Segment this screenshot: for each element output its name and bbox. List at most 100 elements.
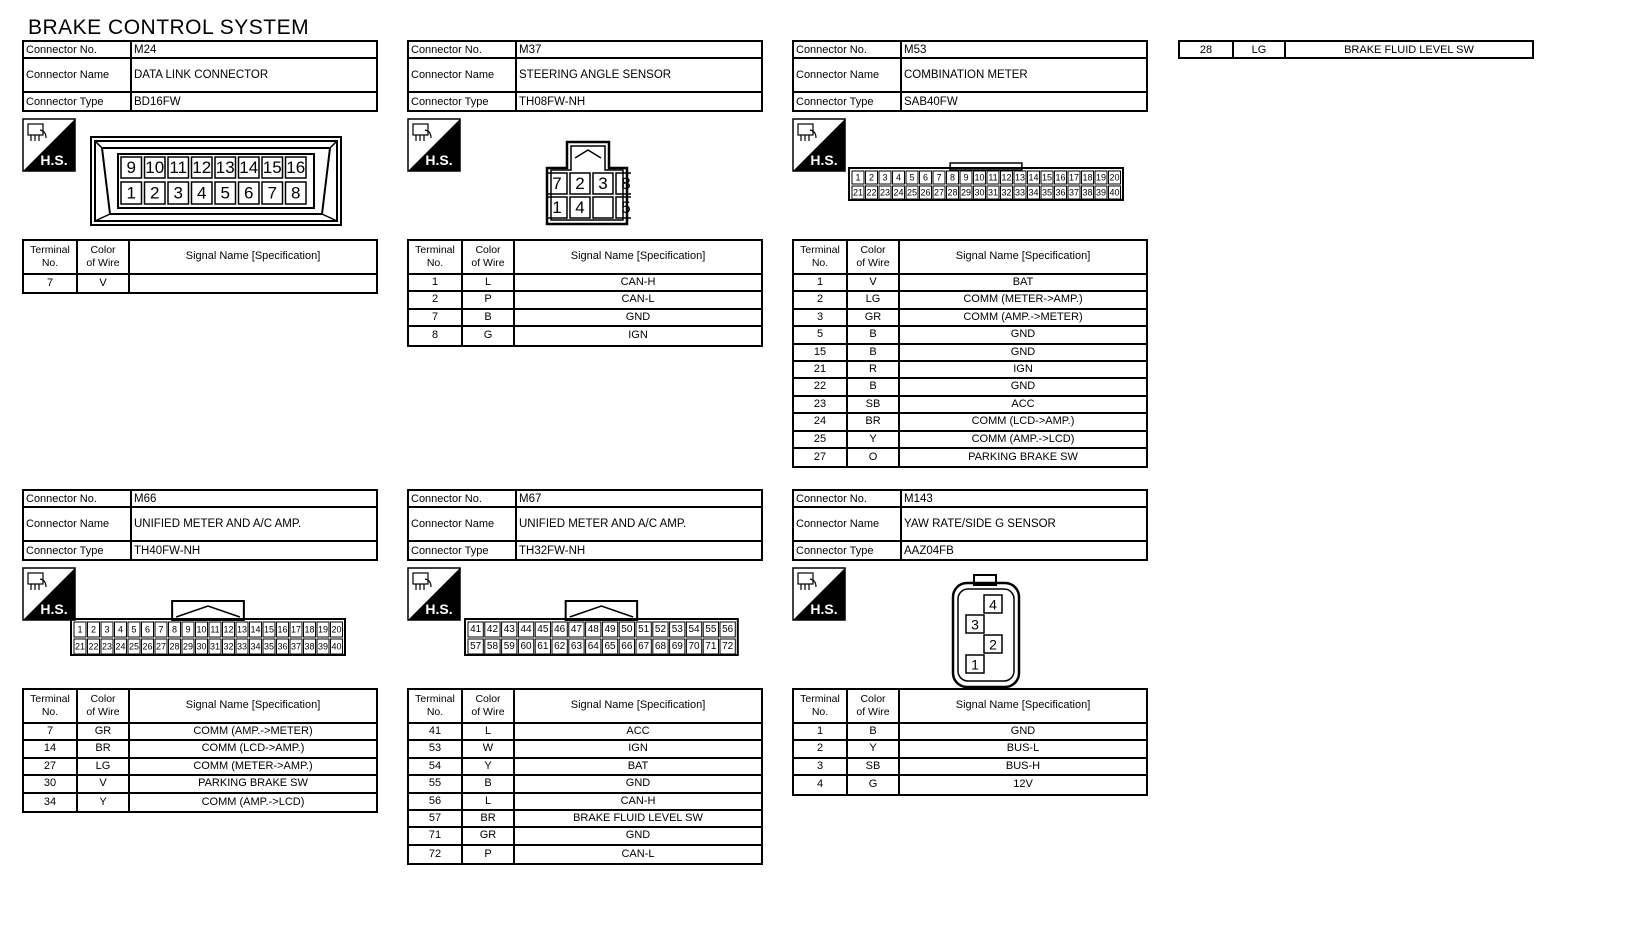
pin-cell: [719, 638, 736, 655]
pin-cell: [330, 638, 343, 655]
pin-number: 19: [1096, 173, 1106, 183]
pin-cell: [1040, 170, 1054, 185]
pin-cell: [303, 621, 316, 638]
pin-cell: [284, 181, 307, 205]
pin-number: 4: [118, 625, 123, 635]
pin-number: 5: [131, 625, 136, 635]
pin-number: 15: [263, 158, 282, 177]
pin-cell: [154, 638, 168, 655]
pin-cell: [685, 638, 703, 655]
terminal-cell: 7: [24, 724, 78, 740]
signal-cell: COMM (METER->AMP.): [963, 293, 1083, 306]
pin-cell: [892, 170, 905, 185]
wire-color-cell: G: [848, 776, 900, 794]
pin-number: 50: [621, 624, 633, 635]
wire-color-cell: R: [848, 361, 900, 378]
pin-number: 26: [142, 642, 152, 652]
connector-type-value: TH08FW-NH: [519, 95, 586, 108]
wire-color-cell: L: [463, 275, 515, 291]
pin-number: 39: [318, 642, 328, 652]
connector-no-row: Connector No.M24: [24, 42, 376, 59]
pin-number: 21: [853, 188, 863, 198]
pin-cell: [1081, 170, 1094, 185]
wire-color-cell: Y: [848, 431, 900, 447]
wire-color-cell: B: [848, 327, 900, 343]
pin-cell: [546, 196, 568, 219]
pin-cell: [316, 621, 330, 638]
signal-cell: BUS-H: [1005, 759, 1041, 772]
pin-cell: [167, 156, 190, 179]
pin-number: 57: [470, 641, 482, 652]
signal-cell: BRAKE FLUID LEVEL SW: [573, 812, 703, 825]
pin-cell: [154, 621, 168, 638]
wire-color-cell: B: [463, 776, 515, 792]
pin-cell: [181, 621, 195, 638]
pin-number: 11: [169, 158, 187, 177]
wire-color-cell: GR: [78, 724, 130, 740]
pin-number: 32: [1001, 188, 1011, 198]
signal-cell: ACC: [626, 725, 650, 738]
pin-cell: [534, 638, 551, 655]
pin-number: 16: [1055, 173, 1065, 183]
pin-number: 31: [210, 642, 220, 652]
pin-number: 3: [882, 173, 887, 183]
pin-number: 40: [331, 642, 341, 652]
pin-number: 52: [655, 624, 667, 635]
signal-name-header: Signal Name [Specification]: [570, 699, 706, 712]
pin-cell: [289, 638, 303, 655]
pin-cell: [932, 170, 946, 185]
pin-number: 1: [971, 657, 979, 673]
pin-cell: [222, 638, 235, 655]
pin-cell: [143, 181, 166, 205]
signal-cell: COMM (LCD->AMP.): [201, 742, 305, 755]
connector-no-value: M53: [904, 43, 927, 56]
pin-number: 7: [268, 184, 277, 203]
terminal-cell: 72: [409, 845, 463, 864]
terminal-cell: 15: [794, 344, 848, 360]
pin-cell: [568, 621, 585, 638]
signal-cell: IGN: [628, 329, 648, 342]
pin-number: 4: [896, 173, 901, 183]
pin-cell: [1094, 170, 1108, 185]
pin-cell: [127, 638, 141, 655]
pin-cell: [986, 170, 1000, 185]
pin-cell: [1108, 185, 1121, 200]
terminal-cell: 1: [794, 724, 848, 740]
connector-name-value: UNIFIED METER AND A/C AMP.: [134, 518, 302, 530]
signal-cell: COMM (LCD->AMP.): [971, 415, 1075, 428]
signal-name-header: Signal Name [Specification]: [185, 250, 321, 263]
connector-type-label: Connector Type: [794, 542, 902, 559]
signal-cell: CAN-L: [621, 847, 655, 860]
connector-no-row: Connector No.M67: [409, 491, 761, 508]
pin-number: 44: [520, 624, 532, 635]
pin-number: 54: [688, 624, 700, 635]
connector-no-value: M143: [904, 492, 933, 505]
terminal-cell: 55: [409, 776, 463, 792]
pin-cell: [190, 181, 213, 205]
pin-cell: [517, 638, 535, 655]
pin-cell: [484, 621, 501, 638]
page-title: BRAKE CONTROL SYSTEM: [28, 16, 310, 39]
pin-number: 33: [237, 642, 247, 652]
pin-number: 16: [286, 158, 305, 177]
connector-type-value: TH40FW-NH: [134, 544, 201, 557]
wire-color-cell: B: [848, 344, 900, 360]
pin-number: 11: [210, 625, 219, 635]
wire-color-cell: GR: [463, 828, 515, 844]
